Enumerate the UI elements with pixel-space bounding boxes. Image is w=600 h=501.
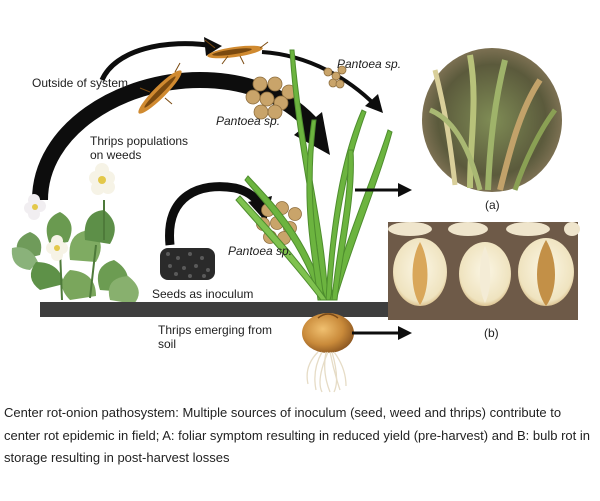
label-thrips-on-weeds: Thrips populations on weeds	[90, 134, 189, 162]
panel-b-bulb-rot-photo	[388, 222, 580, 320]
panel-a-foliar-photo	[422, 48, 562, 192]
label-seeds-as-inoculum: Seeds as inoculum	[152, 287, 254, 301]
onion-roots	[306, 351, 347, 393]
label-outside-of-system: Outside of system	[32, 76, 129, 90]
label-pantoea-top-right: Pantoea sp.	[337, 57, 402, 71]
thrips-insect-left	[138, 62, 182, 114]
weed-flower-top	[89, 163, 115, 195]
onion-plant	[235, 49, 393, 301]
label-panel-a: (a)	[485, 198, 500, 212]
weed-flower-left	[24, 194, 46, 220]
pantoea-cluster-middle	[245, 76, 297, 120]
soil-line	[40, 302, 394, 317]
onion-bulb	[302, 313, 354, 353]
center-rot-diagram: Outside of system Thrips populations on …	[11, 37, 580, 393]
figure-caption: Center rot-onion pathosystem: Multiple s…	[4, 405, 590, 465]
onion-seeds	[160, 248, 215, 280]
pantoea-cluster-top-right	[323, 65, 347, 89]
arrow-to-panel-a	[355, 183, 412, 197]
thrips-insect-top	[204, 39, 269, 65]
label-thrips-emerging: Thrips emerging from soil	[158, 323, 273, 351]
label-panel-b: (b)	[484, 326, 499, 340]
weed-plant	[11, 163, 139, 304]
arrow-to-panel-b	[352, 326, 412, 340]
label-pantoea-lower: Pantoea sp.	[228, 244, 293, 258]
label-pantoea-middle: Pantoea sp.	[216, 114, 281, 128]
diagram-graphics	[11, 37, 580, 393]
weed-flower-bottom	[46, 235, 68, 261]
